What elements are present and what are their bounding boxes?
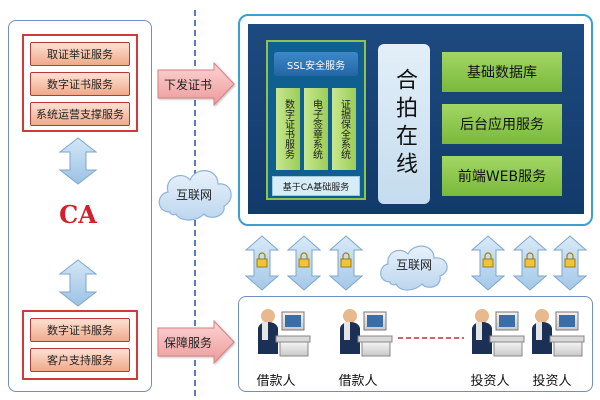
user-label-borrower-2: 借款人	[338, 374, 378, 389]
ca-service-digital-cert-2: 数字证书服务	[30, 318, 130, 342]
lock-arrow-icon	[244, 235, 280, 291]
column-digital-cert: 数字证书服务	[276, 88, 300, 170]
secure-connection-arrows	[244, 235, 588, 291]
user-computer-icon	[472, 309, 525, 357]
service-database: 基础数据库	[442, 52, 562, 92]
issue-cert-arrow-icon	[157, 62, 235, 106]
internet-cloud-middle-icon	[380, 245, 448, 291]
user-label-investor-1: 投资人	[470, 374, 510, 389]
internet-cloud-middle-label: 互联网	[396, 258, 433, 272]
ca-label: CA	[59, 200, 97, 229]
internet-cloud-left-label: 互联网	[176, 188, 213, 202]
ca-bottom-services-group: 数字证书服务 客户支持服务	[22, 310, 138, 380]
guarantee-service-arrow-icon	[157, 320, 235, 364]
internet-cloud-left-icon	[158, 170, 232, 221]
ca-base-service-bar: 基于CA基础服务	[272, 176, 360, 196]
ssl-title: SSL安全服务	[274, 52, 358, 76]
user-computer-icon	[258, 309, 311, 357]
ca-service-ops-support: 系统运营支撑服务	[30, 102, 130, 126]
heyi-online-block: 合拍在线	[378, 44, 430, 204]
lock-arrow-icon	[286, 235, 322, 291]
users-illustration	[258, 309, 585, 357]
issue-cert-label: 下发证书	[164, 78, 213, 92]
lock-arrow-icon	[552, 235, 588, 291]
service-backend: 后台应用服务	[442, 104, 562, 144]
ca-top-services-group: 取证举证服务 数字证书服务 系统运营支撑服务	[22, 34, 138, 132]
user-computer-icon	[532, 309, 585, 357]
user-label-investor-2: 投资人	[532, 374, 572, 389]
ca-service-customer-support: 客户支持服务	[30, 348, 130, 372]
user-label-borrower-1: 借款人	[256, 374, 296, 389]
lock-arrow-icon	[512, 235, 548, 291]
lock-arrow-icon	[470, 235, 506, 291]
ca-updown-arrow-bottom-icon	[58, 259, 98, 307]
lock-arrow-icon	[328, 235, 364, 291]
guarantee-service-label: 保障服务	[164, 336, 213, 350]
column-e-signature: 电子签章系统	[304, 88, 328, 170]
service-frontend-web: 前端WEB服务	[442, 156, 562, 196]
user-computer-icon	[340, 309, 393, 357]
ca-service-evidence: 取证举证服务	[30, 42, 130, 66]
column-evidence-preservation: 证据保全系统	[332, 88, 356, 170]
ca-service-digital-cert: 数字证书服务	[30, 72, 130, 96]
ca-updown-arrow-top-icon	[58, 137, 98, 185]
